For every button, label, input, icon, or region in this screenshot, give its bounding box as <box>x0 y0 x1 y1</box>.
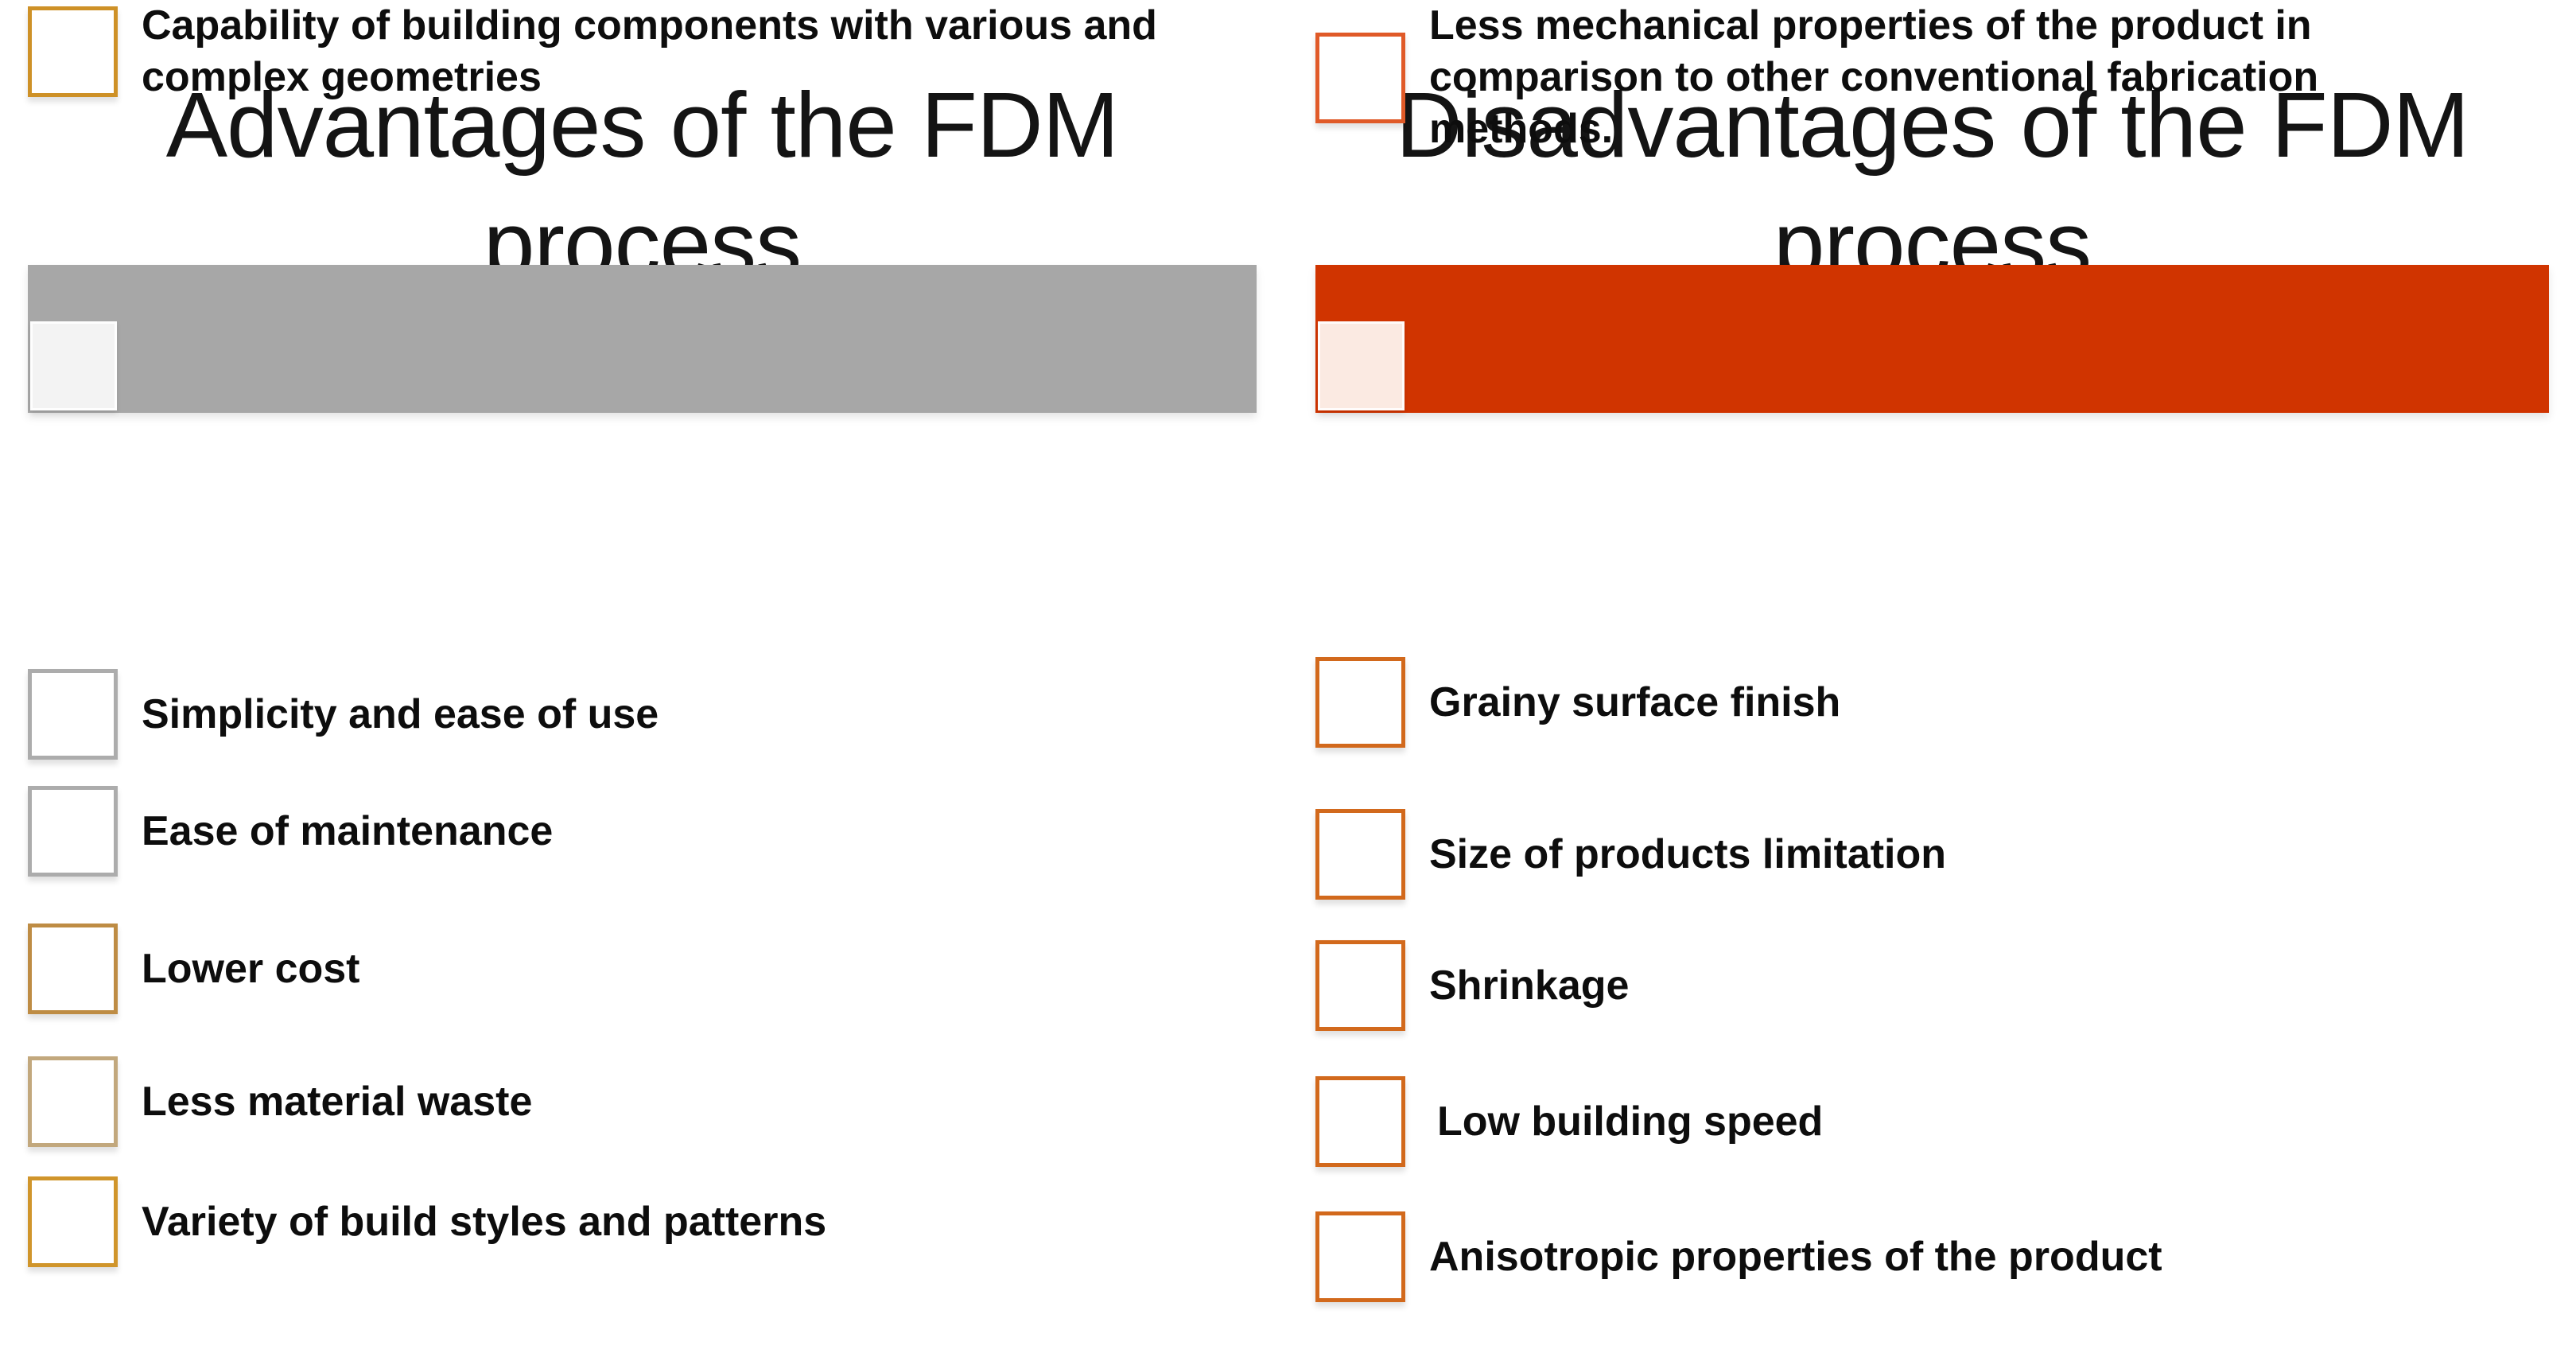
disadvantages-column: Disadvantages of the FDM process Grainy … <box>1315 0 2549 1361</box>
list-item: Shrinkage <box>1315 940 2549 1031</box>
list-item-label: Shrinkage <box>1429 962 1630 1009</box>
checkbox[interactable] <box>28 786 118 877</box>
list-item: Anisotropic properties of the product <box>1315 1211 2549 1302</box>
list-item: Capability of building components with v… <box>28 0 1257 103</box>
list-item: Less mechanical properties of the produc… <box>1315 0 2549 155</box>
checkbox[interactable] <box>1315 1076 1405 1167</box>
checkbox[interactable] <box>28 6 118 97</box>
checkbox[interactable] <box>1315 1211 1405 1302</box>
list-item: Grainy surface finish <box>1315 657 2549 748</box>
list-item-label: Anisotropic properties of the product <box>1429 1233 2162 1280</box>
list-item-label: Size of products limitation <box>1429 830 1947 877</box>
list-item-label: Low building speed <box>1437 1098 1824 1145</box>
checkbox[interactable] <box>28 1176 118 1267</box>
list-item-label: Ease of maintenance <box>142 807 554 854</box>
list-item-label: Grainy surface finish <box>1429 679 1841 725</box>
list-item-label: Less mechanical properties of the produc… <box>1429 2 2319 152</box>
list-item: Low building speed <box>1315 1076 2549 1167</box>
list-item-label: Lower cost <box>142 945 360 992</box>
list-item: Less material waste <box>28 1056 1257 1147</box>
list-item: Size of products limitation <box>1315 809 2549 900</box>
list-item: Ease of maintenance <box>28 786 1257 877</box>
list-item: Lower cost <box>28 924 1257 1014</box>
checkbox[interactable] <box>28 924 118 1014</box>
list-item-label: Simplicity and ease of use <box>142 690 659 737</box>
checkbox[interactable] <box>1315 809 1405 900</box>
checkbox[interactable] <box>1315 657 1405 748</box>
checkbox[interactable] <box>1315 940 1405 1031</box>
list-item: Simplicity and ease of use <box>28 669 1257 760</box>
checkbox[interactable] <box>1315 32 1405 123</box>
advantages-header-bar <box>28 265 1257 413</box>
checkbox[interactable] <box>28 1056 118 1147</box>
list-item-label: Capability of building components with v… <box>142 2 1157 100</box>
checkbox[interactable] <box>28 669 118 760</box>
list-item: Variety of build styles and patterns <box>28 1176 1257 1267</box>
advantages-bar-accent-square <box>30 321 117 410</box>
list-item-label: Less material waste <box>142 1078 533 1125</box>
disadvantages-header-bar <box>1315 265 2549 413</box>
list-item-label: Variety of build styles and patterns <box>142 1198 827 1245</box>
advantages-column: Advantages of the FDM process Simplicity… <box>28 0 1257 1361</box>
disadvantages-bar-accent-square <box>1318 321 1405 410</box>
